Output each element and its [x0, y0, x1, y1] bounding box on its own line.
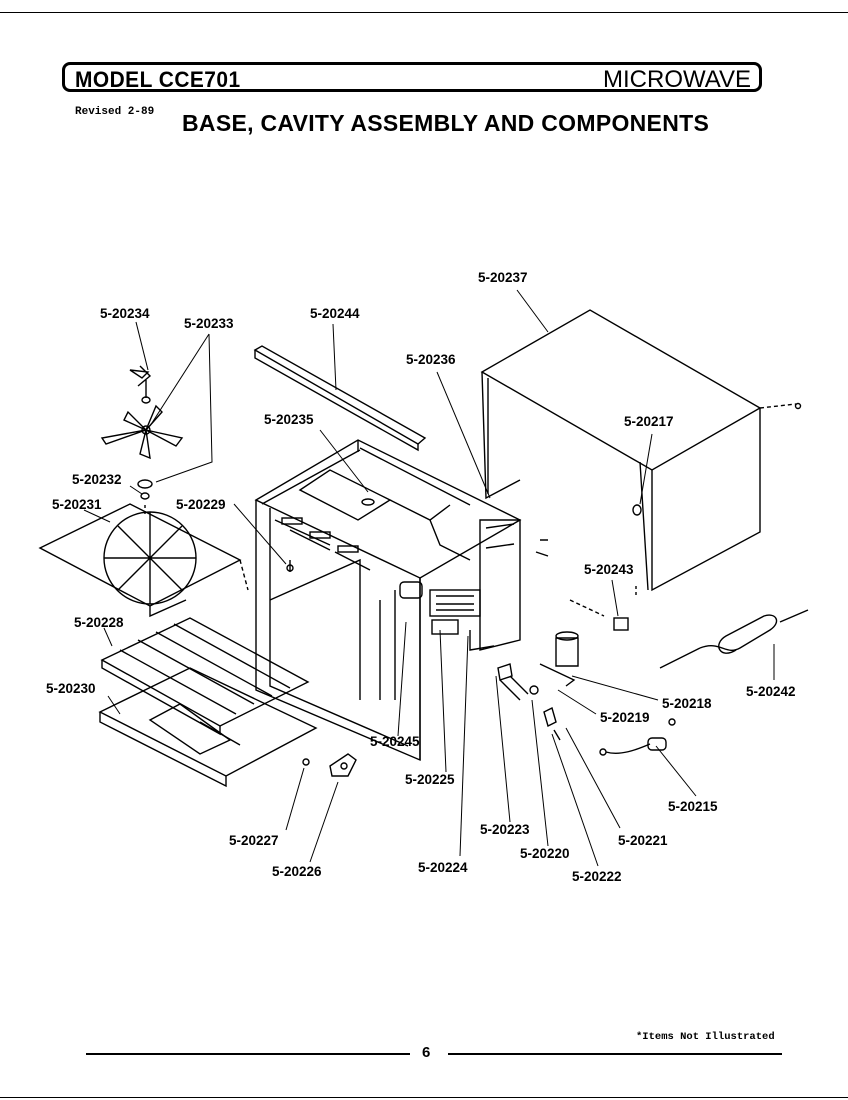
page-rule-right — [448, 1053, 782, 1055]
cabinet-wrapper-drawing — [480, 309, 802, 592]
part-label: 5-20230 — [46, 681, 96, 696]
part-label: 5-20226 — [272, 864, 322, 879]
part-label: 5-20220 — [520, 846, 570, 861]
part-label: 5-20221 — [618, 833, 668, 848]
part-label: 5-20233 — [184, 316, 234, 331]
part-label: 5-20225 — [405, 772, 455, 787]
section-title: BASE, CAVITY ASSEMBLY AND COMPONENTS — [182, 110, 710, 136]
base-plate-drawing — [38, 503, 249, 618]
items-not-illustrated-note: *Items Not Illustrated — [636, 1031, 775, 1043]
cavity-assembly-drawing — [254, 439, 522, 762]
revision-note: Revised 2-89 — [75, 106, 155, 118]
part-label: 5-20232 — [72, 472, 122, 487]
top-rule — [0, 12, 848, 13]
part-label: 5-20245 — [370, 734, 420, 749]
top-channel-strip-drawing — [253, 345, 427, 452]
part-label: 5-20237 — [478, 270, 528, 285]
part-label: 5-20227 — [229, 833, 279, 848]
part-label: 5-20224 — [418, 860, 468, 875]
model-header-box: MODEL CCE701 MICROWAVE — [62, 62, 762, 93]
right-components-drawing — [497, 504, 676, 756]
part-label: 5-20231 — [52, 497, 102, 512]
product-type: MICROWAVE — [603, 66, 751, 93]
part-label: 5-20228 — [74, 615, 124, 630]
part-label: 5-20235 — [264, 412, 314, 427]
part-label: 5-20222 — [572, 869, 622, 884]
part-label: 5-20243 — [584, 562, 634, 577]
model-title: MODEL CCE701 — [75, 67, 241, 92]
glass-tray-drawing — [98, 667, 318, 788]
shelf-tray-drawing — [100, 617, 310, 736]
part-label: 5-20223 — [480, 822, 530, 837]
part-labels: 5-20237 5-20234 5-20233 5-20244 5-20236 … — [46, 270, 796, 884]
bottom-rule — [0, 1097, 848, 1098]
page-rule-left — [86, 1053, 410, 1055]
part-label: 5-20236 — [406, 352, 456, 367]
part-label: 5-20242 — [746, 684, 796, 699]
part-label: 5-20218 — [662, 696, 712, 711]
part-label: 5-20234 — [100, 306, 150, 321]
fan-assembly-drawing — [100, 365, 184, 515]
part-label: 5-20219 — [600, 710, 650, 725]
part-label: 5-20244 — [310, 306, 360, 321]
part-label: 5-20215 — [668, 799, 718, 814]
heater-element-drawing — [659, 609, 809, 669]
part-label: 5-20229 — [176, 497, 226, 512]
part-label: 5-20217 — [624, 414, 674, 429]
page-number: 6 — [422, 1044, 431, 1061]
foot-bracket-drawing — [302, 753, 357, 777]
leader-lines — [83, 289, 775, 867]
